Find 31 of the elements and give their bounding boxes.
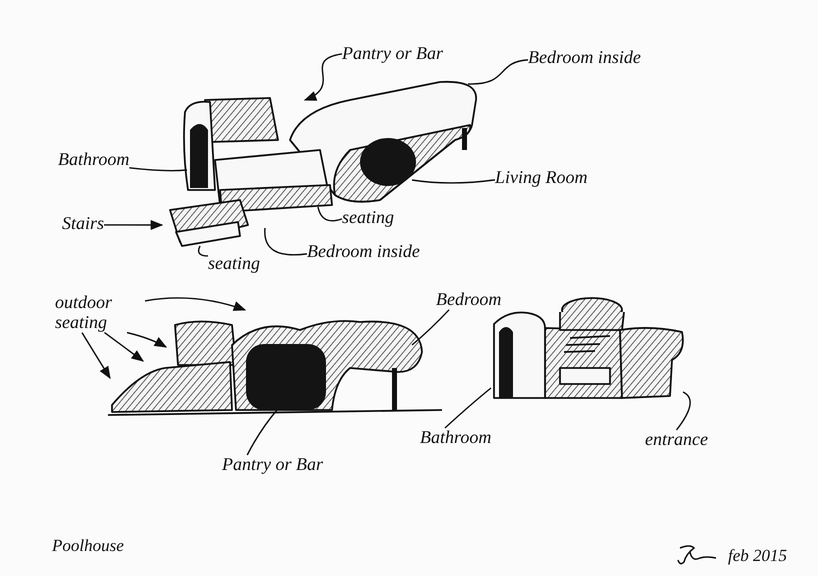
leader-line [246, 410, 278, 456]
part-label: Living Room [495, 168, 588, 188]
leader-line [412, 179, 496, 184]
part-label: seating [342, 208, 394, 228]
leader-line [264, 228, 308, 256]
date-note: feb 2015 [728, 546, 788, 566]
part-label: Bedroom inside [307, 242, 420, 262]
part-label: Bathroom [420, 428, 492, 448]
leader-line [468, 59, 528, 85]
arrow [104, 220, 164, 230]
part-label: Pantry or Bar [222, 455, 323, 475]
arrow [126, 332, 168, 348]
leader-line [412, 309, 450, 346]
arrow [81, 332, 111, 380]
leader-line [444, 387, 492, 429]
part-label: Bathroom [58, 150, 130, 170]
arrow [304, 53, 342, 101]
arrow [104, 332, 144, 362]
part-label: Bedroom inside [528, 48, 641, 68]
part-label: Bedroom [436, 290, 502, 310]
arrow [144, 297, 246, 312]
leader-line [129, 167, 188, 172]
caption: Poolhouse [52, 536, 124, 556]
part-label: Pantry or Bar [342, 44, 443, 64]
part-label: seating [208, 254, 260, 274]
leader-line [317, 206, 342, 222]
leader-line [676, 391, 691, 430]
leader-line [198, 246, 208, 257]
part-label: outdoor seating [55, 293, 145, 333]
part-label: entrance [645, 430, 708, 450]
part-label: Stairs [62, 214, 104, 234]
